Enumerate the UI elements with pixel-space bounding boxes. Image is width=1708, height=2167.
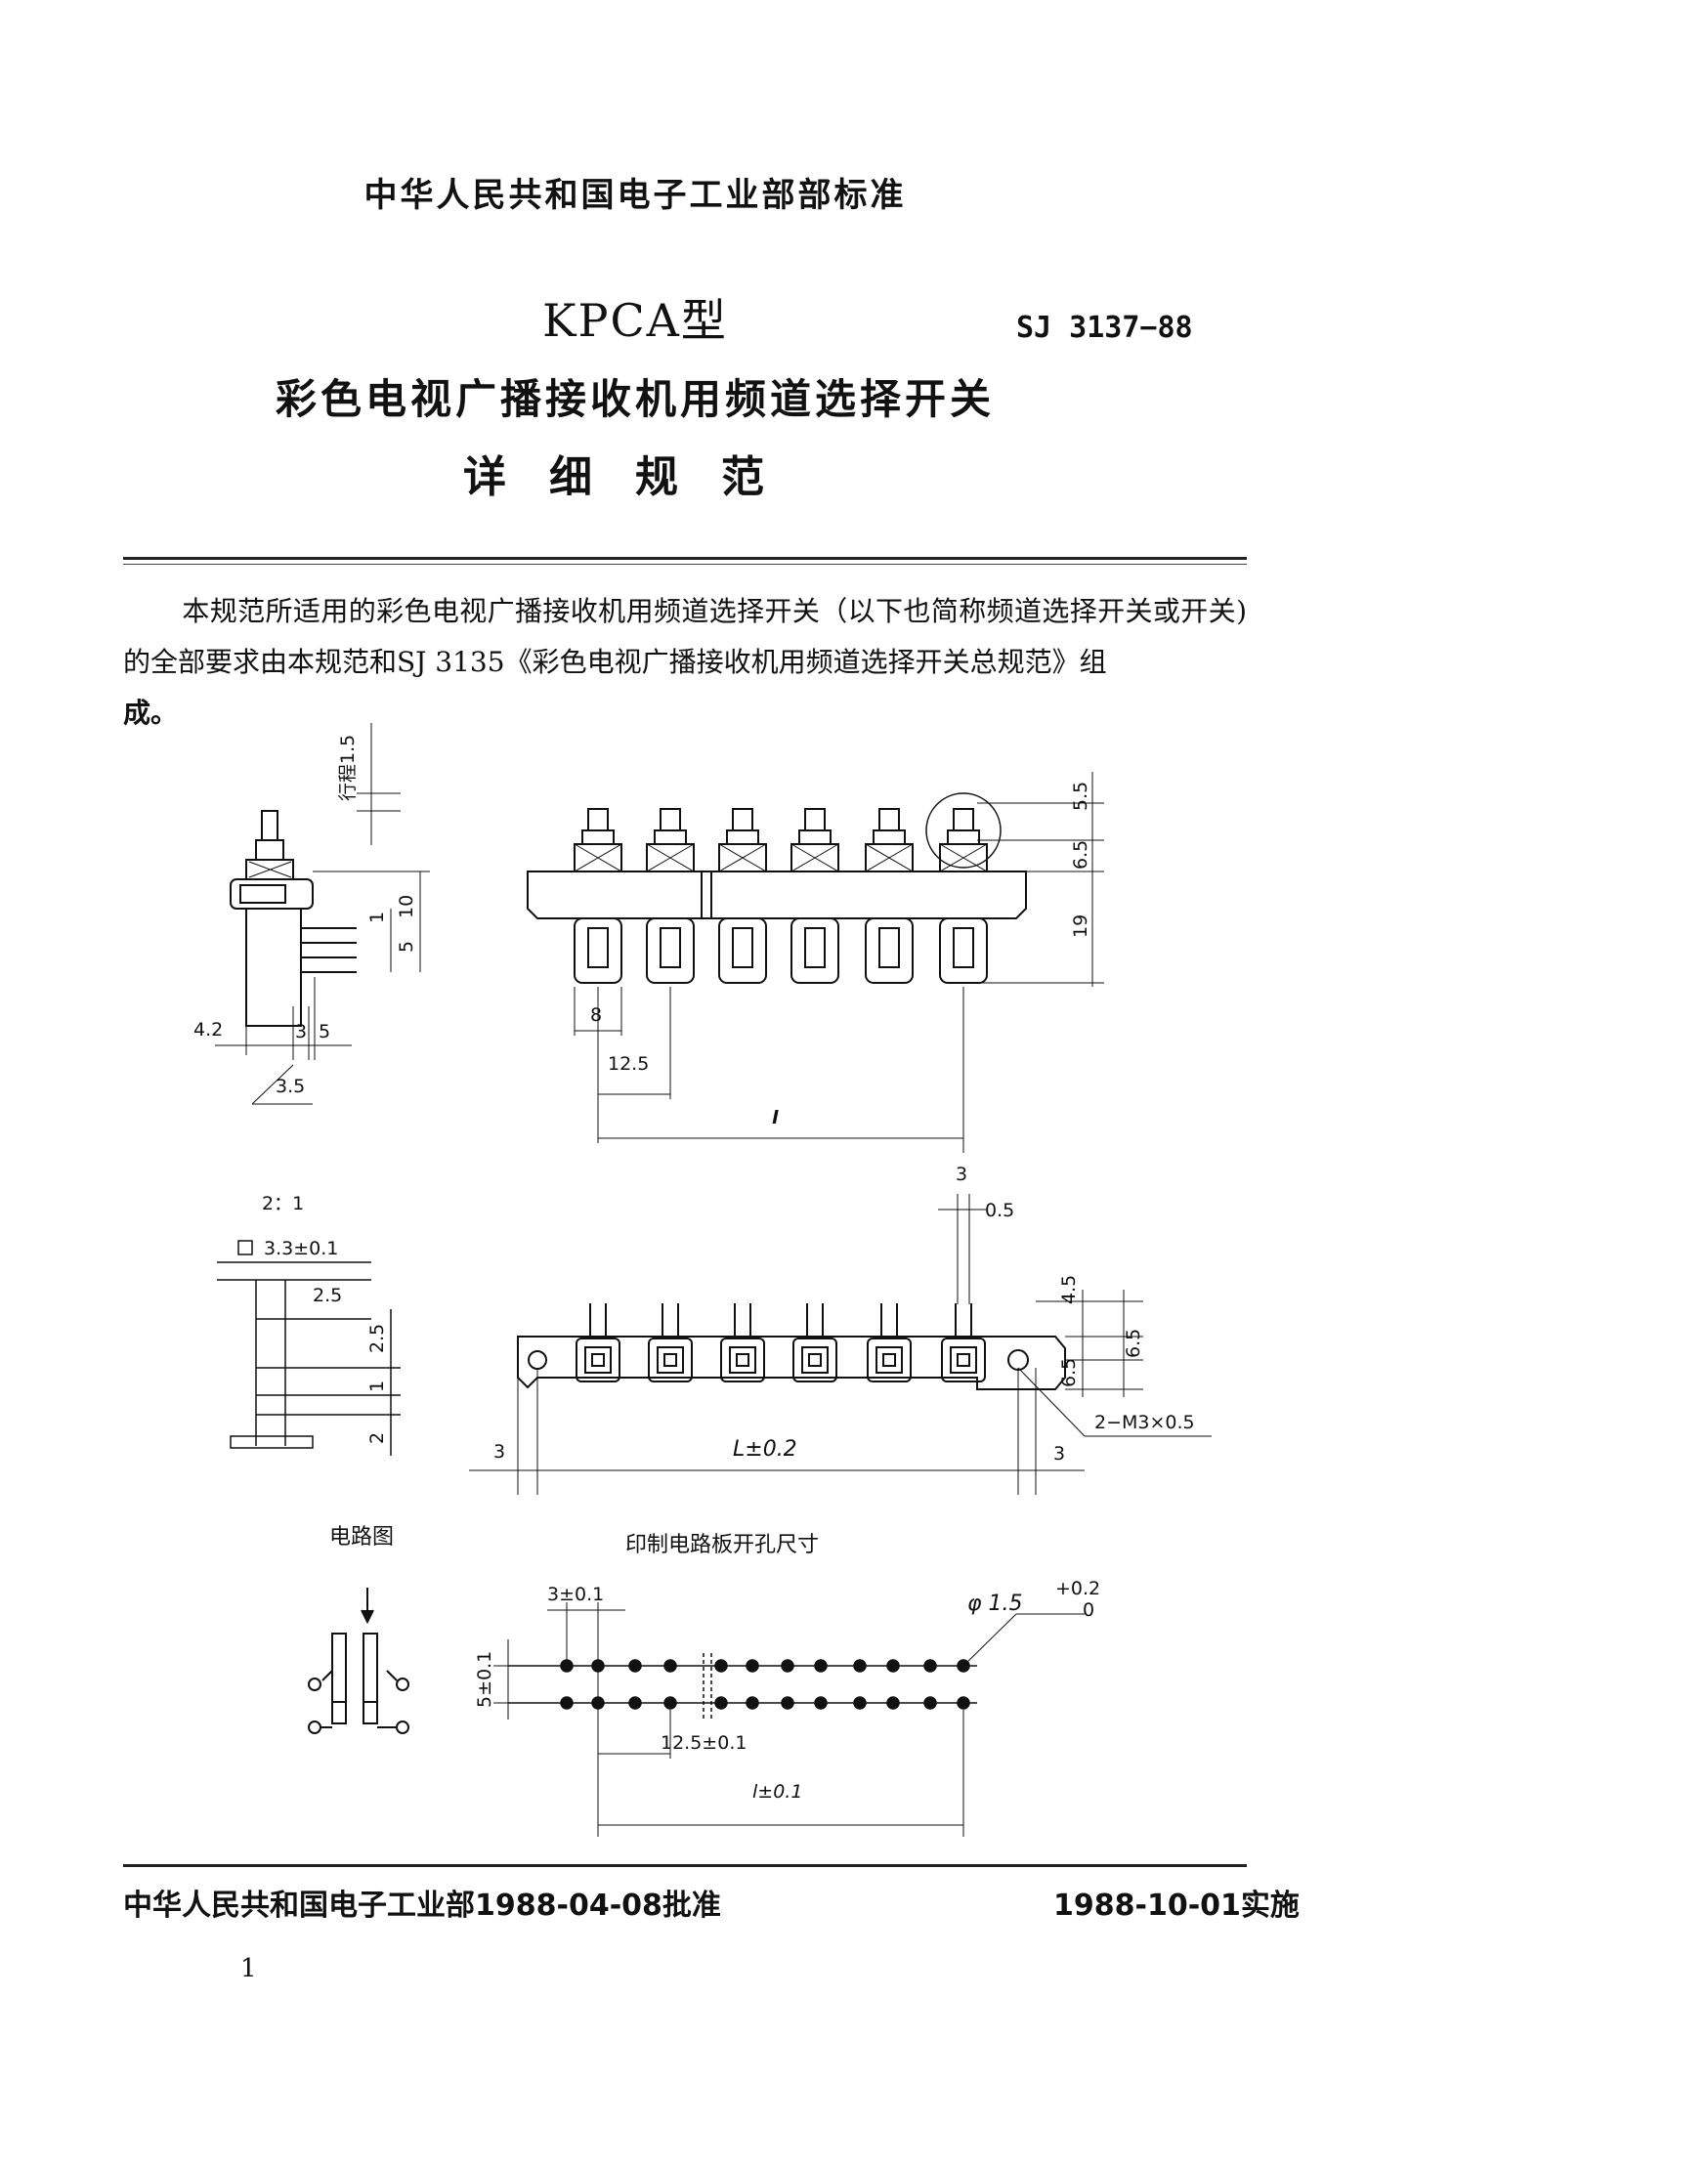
label-hole: φ 1.5 <box>967 1592 1023 1616</box>
label-10: 10 <box>396 895 417 918</box>
effective-date: 1988-10-01实施 <box>1053 1889 1300 1923</box>
circuit-diagram <box>308 1588 409 1734</box>
dimension-labels: 行程1.5 4.2 3 5 3.5 1 10 5 5.5 6.5 19 8 12… <box>193 735 1195 1803</box>
label-3-5: 3.5 <box>276 1076 305 1097</box>
document-title: 彩色电视广播接收机用频道选择开关 <box>275 375 995 423</box>
switch-units <box>574 808 988 984</box>
terminal-squares <box>576 1303 986 1382</box>
label-1b: 1 <box>366 1381 388 1392</box>
label-3: 3 <box>295 1021 307 1042</box>
label-5: 5 <box>319 1021 330 1042</box>
label-4-5: 4.5 <box>1058 1275 1080 1304</box>
label-scale: 2：1 <box>262 1193 304 1214</box>
issuer-heading: 中华人民共和国电子工业部部标准 <box>363 176 907 215</box>
label-L: L±0.2 <box>733 1437 797 1462</box>
intro-paragraph: 本规范所适用的彩色电视广播接收机用频道选择开关（以下也简称频道选择开关或开关)的… <box>123 586 1247 739</box>
pin-detail <box>217 1240 401 1456</box>
label-2-5: 2.5 <box>313 1285 342 1306</box>
label-l: l <box>772 1107 779 1128</box>
label-2: 2 <box>366 1432 388 1444</box>
header-rule <box>123 557 1247 560</box>
label-6-5c: 6.5 <box>1058 1358 1080 1387</box>
front-view <box>527 772 1104 1153</box>
label-2-5b: 2.5 <box>366 1324 388 1353</box>
footer-rule <box>123 1864 1247 1867</box>
side-view <box>215 723 430 1105</box>
label-top-3: 3 <box>956 1164 967 1185</box>
label-4-2: 4.2 <box>193 1019 223 1041</box>
document-subtitle: 详细规范 <box>463 452 807 502</box>
label-19: 19 <box>1070 914 1091 938</box>
circuit-caption: 电路图 <box>329 1525 394 1550</box>
header-rule-thin <box>123 564 1247 565</box>
label-square: 3.3±0.1 <box>264 1238 338 1259</box>
label-pitch-3: 3±0.1 <box>547 1584 604 1605</box>
standard-number: SJ 3137−88 <box>1016 311 1193 345</box>
intro-text: 本规范所适用的彩色电视广播接收机用频道选择开关（以下也简称频道选择开关或开关)的… <box>123 595 1247 678</box>
label-6-5: 6.5 <box>1070 840 1091 870</box>
label-l-tol: l±0.1 <box>752 1781 802 1803</box>
label-pitch-12-5: 12.5±0.1 <box>661 1732 747 1754</box>
pcb-caption: 印制电路板开孔尺寸 <box>625 1533 819 1557</box>
label-row-gap: 5±0.1 <box>474 1651 495 1708</box>
label-5b: 5 <box>396 941 417 953</box>
approval-line: 中华人民共和国电子工业部1988-04-08批准 <box>123 1889 721 1923</box>
label-tol-plus: +0.2 <box>1055 1578 1100 1599</box>
label-right-3: 3 <box>1053 1443 1065 1465</box>
label-screw: 2−M3×0.5 <box>1094 1412 1195 1433</box>
label-1: 1 <box>366 912 388 923</box>
label-left-3: 3 <box>493 1441 505 1463</box>
label-stroke: 行程1.5 <box>337 735 359 801</box>
model-title: KPCA型 <box>542 294 728 347</box>
label-0-5: 0.5 <box>985 1200 1014 1221</box>
label-12-5: 12.5 <box>608 1053 649 1075</box>
intro-tail: 成。 <box>123 697 179 729</box>
label-8: 8 <box>590 1004 602 1026</box>
label-6-5b: 6.5 <box>1123 1329 1144 1358</box>
bottom-view <box>469 1194 1212 1495</box>
pcb-hole-pattern <box>493 1602 1085 1837</box>
page-number: 1 <box>240 1954 257 1983</box>
label-5-5: 5.5 <box>1070 782 1091 811</box>
label-tol-zero: 0 <box>1083 1599 1094 1621</box>
